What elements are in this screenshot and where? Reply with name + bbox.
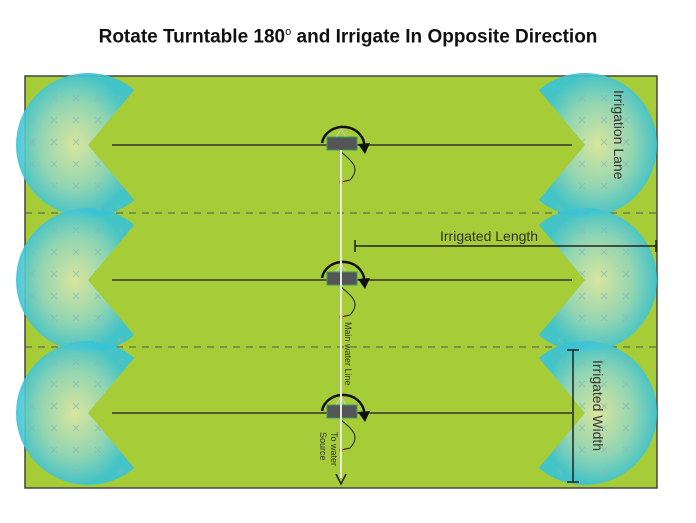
arrow-down-icon: [335, 473, 347, 486]
rotate-arrow-icon: [320, 125, 366, 150]
rotate-arrow-icon: [320, 260, 366, 285]
feed-hose: [339, 285, 356, 318]
turntable: [326, 136, 358, 151]
irrigation-rows: [15, 73, 658, 486]
spray-marks-right: [538, 73, 658, 218]
irrigation-lane-label: Irrigation Lane: [611, 90, 627, 180]
arrow-head-icon: [358, 278, 370, 289]
title-text: Rotate Turntable 180: [98, 26, 286, 48]
title-rest: and Irrigate In Opposite Direction: [291, 26, 598, 48]
arrow-head-icon: [358, 143, 370, 154]
spray-marks-right: [538, 208, 658, 352]
spray-marks-left: [15, 73, 135, 218]
diagram-title: Rotate Turntable 180o and Irrigate In Op…: [0, 26, 696, 48]
turntable-frame: [335, 128, 347, 138]
feed-hose: [339, 418, 356, 451]
irrigated-width-label: Irrigated Width: [590, 360, 606, 451]
source-label: Source: [318, 432, 328, 461]
spray-marks-left: [16, 341, 135, 486]
spray-marks-right: [538, 341, 658, 486]
degree-sign: o: [285, 26, 292, 38]
rotate-arrow-icon: [320, 393, 366, 418]
feed-hose: [339, 150, 356, 183]
to-water-label: To water: [329, 432, 339, 466]
arrow-head-icon: [358, 411, 370, 422]
irrigated-length-label: Irrigated Length: [440, 228, 538, 244]
main-water-line-label: Main water Line: [343, 322, 353, 386]
spray-marks-left: [15, 208, 135, 352]
